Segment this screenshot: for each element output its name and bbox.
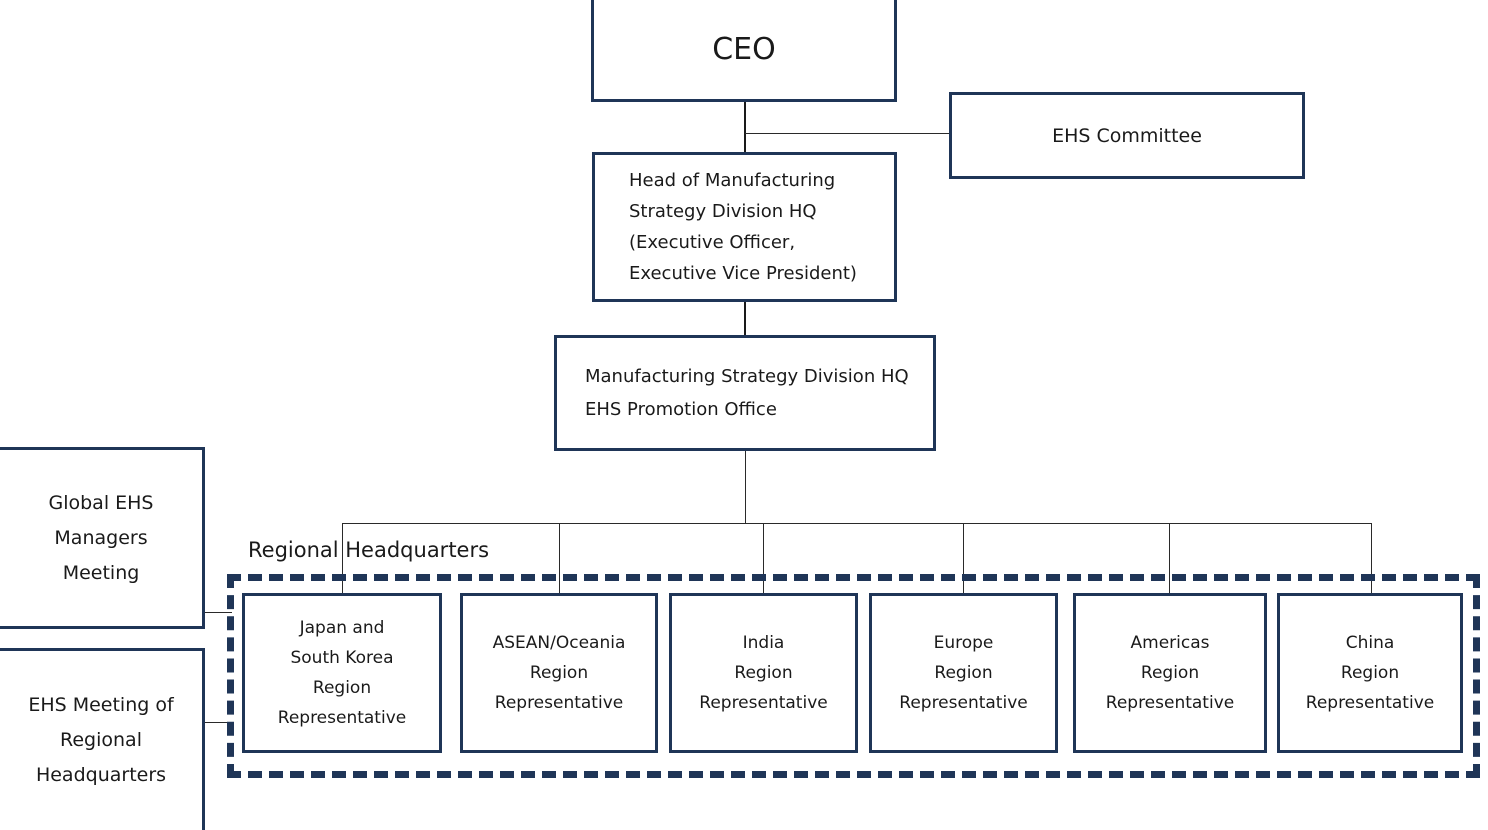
node-ehs-committee-label: EHS Committee xyxy=(1052,124,1202,147)
node-global-ehs-managers-meeting-line-3: Meeting xyxy=(62,561,140,584)
region-box-europe[interactable]: Europe Region Representative xyxy=(869,593,1058,753)
region-label-line-4: Representative xyxy=(277,708,407,728)
connector-drop-asean-oceania xyxy=(559,523,560,595)
connector-drop-japan-korea xyxy=(342,523,343,595)
connector-ceo-to-head xyxy=(744,100,746,156)
region-label-line-3: Representative xyxy=(899,693,1028,713)
node-ceo[interactable]: CEO xyxy=(591,0,897,102)
region-label-line-2: South Korea xyxy=(290,648,394,668)
region-label-line-3: Region xyxy=(312,678,372,698)
node-ehs-meeting-of-regional-headquarters-line-2: Regional xyxy=(60,729,142,751)
node-head-of-manufacturing-line-3: (Executive Officer, xyxy=(629,232,796,253)
connector-promotion-office-to-bus xyxy=(745,449,746,524)
region-label-line-2: Region xyxy=(529,663,589,683)
region-box-japan-south-korea[interactable]: Japan and South Korea Region Representat… xyxy=(242,593,442,753)
region-label-line-1: Japan and xyxy=(299,618,385,638)
region-box-india[interactable]: India Region Representative xyxy=(669,593,858,753)
region-label-line-1: India xyxy=(742,633,785,653)
region-label-line-3: Representative xyxy=(1305,693,1435,713)
region-label-line-2: Region xyxy=(734,663,793,683)
region-label-line-3: Representative xyxy=(1105,693,1235,713)
node-head-of-manufacturing-line-1: Head of Manufacturing xyxy=(629,170,836,191)
region-label-line-1: Americas xyxy=(1130,633,1210,653)
connector-drop-americas xyxy=(1169,523,1170,595)
region-box-china[interactable]: China Region Representative xyxy=(1277,593,1463,753)
connector-drop-europe xyxy=(963,523,964,595)
region-label-line-3: Representative xyxy=(699,693,828,713)
node-ceo-label: CEO xyxy=(712,32,776,67)
region-label-line-2: Region xyxy=(934,663,993,683)
connector-regional-bus xyxy=(342,523,1372,524)
region-box-asean-oceania[interactable]: ASEAN/Oceania Region Representative xyxy=(460,593,658,753)
node-ehs-meeting-of-regional-headquarters-line-3: Headquarters xyxy=(35,764,167,786)
node-ehs-committee[interactable]: EHS Committee xyxy=(949,92,1305,179)
regional-headquarters-label: Regional Headquarters xyxy=(248,538,490,562)
node-global-ehs-managers-meeting[interactable]: Global EHS Managers Meeting xyxy=(0,447,205,629)
region-label-line-2: Region xyxy=(1140,663,1200,683)
connector-drop-china xyxy=(1371,523,1372,595)
region-label-line-2: Region xyxy=(1340,663,1400,683)
node-ehs-promotion-office-line-2: EHS Promotion Office xyxy=(585,399,777,420)
node-ehs-promotion-office[interactable]: Manufacturing Strategy Division HQ EHS P… xyxy=(554,335,936,451)
regional-headquarters-group-frame xyxy=(227,574,1480,778)
connector-drop-india xyxy=(763,523,764,595)
node-global-ehs-managers-meeting-line-2: Managers xyxy=(54,526,148,549)
connector-ceo-to-ehs-committee xyxy=(745,133,951,134)
connector-head-to-promotion-office xyxy=(744,300,746,338)
node-head-of-manufacturing-line-2: Strategy Division HQ xyxy=(629,201,817,222)
region-label-line-1: ASEAN/Oceania xyxy=(492,633,626,653)
connector-regional-meeting-to-group xyxy=(204,722,232,723)
node-ehs-promotion-office-line-1: Manufacturing Strategy Division HQ xyxy=(585,366,909,387)
node-ehs-meeting-of-regional-headquarters[interactable]: EHS Meeting of Regional Headquarters xyxy=(0,648,205,830)
connector-global-meeting-to-group xyxy=(204,612,232,613)
region-label-line-1: Europe xyxy=(933,633,994,653)
node-ehs-meeting-of-regional-headquarters-line-1: EHS Meeting of xyxy=(28,694,174,716)
region-label-line-1: China xyxy=(1345,633,1395,653)
region-label-line-3: Representative xyxy=(494,693,624,713)
node-global-ehs-managers-meeting-line-1: Global EHS xyxy=(48,491,154,514)
node-head-of-manufacturing-line-4: Executive Vice President) xyxy=(629,263,857,284)
node-head-of-manufacturing[interactable]: Head of Manufacturing Strategy Division … xyxy=(592,152,897,302)
region-box-americas[interactable]: Americas Region Representative xyxy=(1073,593,1267,753)
